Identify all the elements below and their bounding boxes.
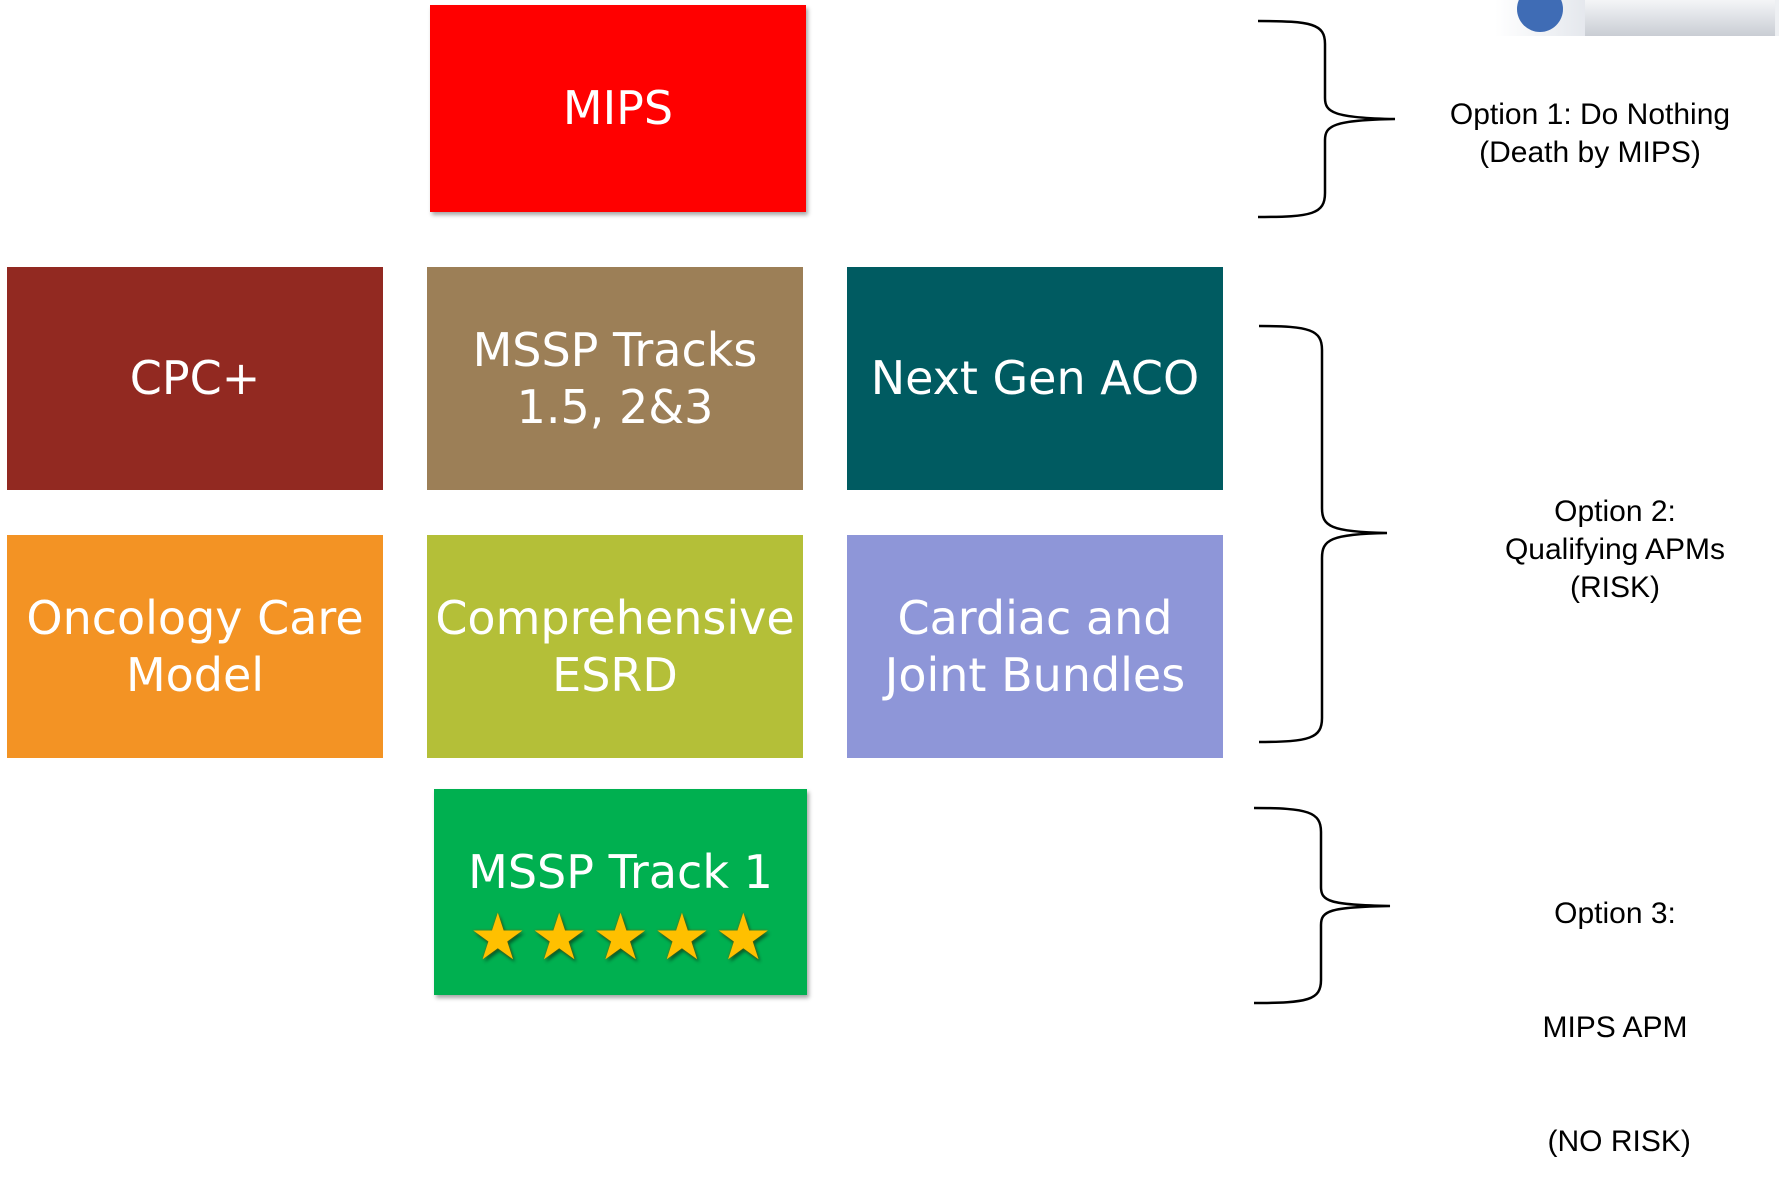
option2-line2: Qualifying APMs bbox=[1504, 533, 1726, 566]
star-icon: ★ bbox=[591, 901, 650, 976]
mssp-tracks-box: MSSP Tracks 1.5, 2&3 bbox=[427, 267, 803, 490]
comprehensive-esrd-box: Comprehensive ESRD bbox=[427, 535, 803, 758]
next-gen-aco-label: Next Gen ACO bbox=[870, 351, 1200, 406]
brackets-layer bbox=[1253, 19, 1396, 1005]
star-icon: ★ bbox=[469, 901, 527, 976]
option3-line2: MIPS APM bbox=[1542, 1011, 1688, 1044]
right-brace-option3 bbox=[1253, 806, 1391, 1005]
mips-box: MIPS bbox=[430, 5, 806, 212]
cardiac-label-line1: Cardiac and bbox=[897, 591, 1173, 646]
option2-line3: (RISK) bbox=[1570, 571, 1660, 604]
cpc-box: CPC+ bbox=[7, 267, 383, 490]
cpc-box-label: CPC+ bbox=[129, 351, 261, 406]
mssp-track1-box: MSSP Track 1 ★ ★ ★ ★ ★ bbox=[434, 789, 807, 995]
option1-line1: Option 1: Do Nothing bbox=[1449, 98, 1731, 131]
option1-line2: (Death by MIPS) bbox=[1479, 136, 1701, 169]
oncology-label-line1: Oncology Care bbox=[26, 591, 364, 646]
lab-coat-image bbox=[1585, 0, 1775, 36]
esrd-label-line1: Comprehensive bbox=[435, 591, 795, 646]
mssp-tracks-label-line2: 1.5, 2&3 bbox=[516, 379, 714, 434]
esrd-label-line2: ESRD bbox=[552, 647, 678, 702]
right-brace-option2 bbox=[1258, 324, 1388, 744]
mssp-tracks-label-line1: MSSP Tracks bbox=[472, 323, 758, 378]
right-brace-option1 bbox=[1257, 19, 1396, 219]
oncology-care-model-box: Oncology Care Model bbox=[7, 535, 383, 758]
star-rating: ★ ★ ★ ★ ★ bbox=[469, 906, 772, 970]
option2-line1: Option 2: bbox=[1554, 495, 1676, 528]
cardiac-label-line2: Joint Bundles bbox=[884, 647, 1186, 702]
option2-label: Option 2: Qualifying APMs (RISK) bbox=[1470, 493, 1760, 607]
star-icon: ★ bbox=[530, 901, 588, 976]
next-gen-aco-box: Next Gen ACO bbox=[847, 267, 1223, 490]
option3-line3: (NO RISK) bbox=[1539, 1125, 1691, 1158]
cardiac-joint-bundles-box: Cardiac and Joint Bundles bbox=[847, 535, 1223, 758]
photo-fragment bbox=[1495, 0, 1779, 36]
option3-line1: Option 3: bbox=[1554, 897, 1676, 930]
option3-label: Option 3: MIPS APM (NO RISK) bbox=[1470, 819, 1760, 1199]
star-icon: ★ bbox=[714, 901, 772, 976]
option1-label: Option 1: Do Nothing (Death by MIPS) bbox=[1440, 96, 1740, 172]
mips-box-label: MIPS bbox=[562, 81, 674, 136]
mssp-track1-label: MSSP Track 1 bbox=[468, 844, 773, 899]
star-icon: ★ bbox=[653, 901, 711, 976]
oncology-label-line2: Model bbox=[125, 647, 265, 702]
